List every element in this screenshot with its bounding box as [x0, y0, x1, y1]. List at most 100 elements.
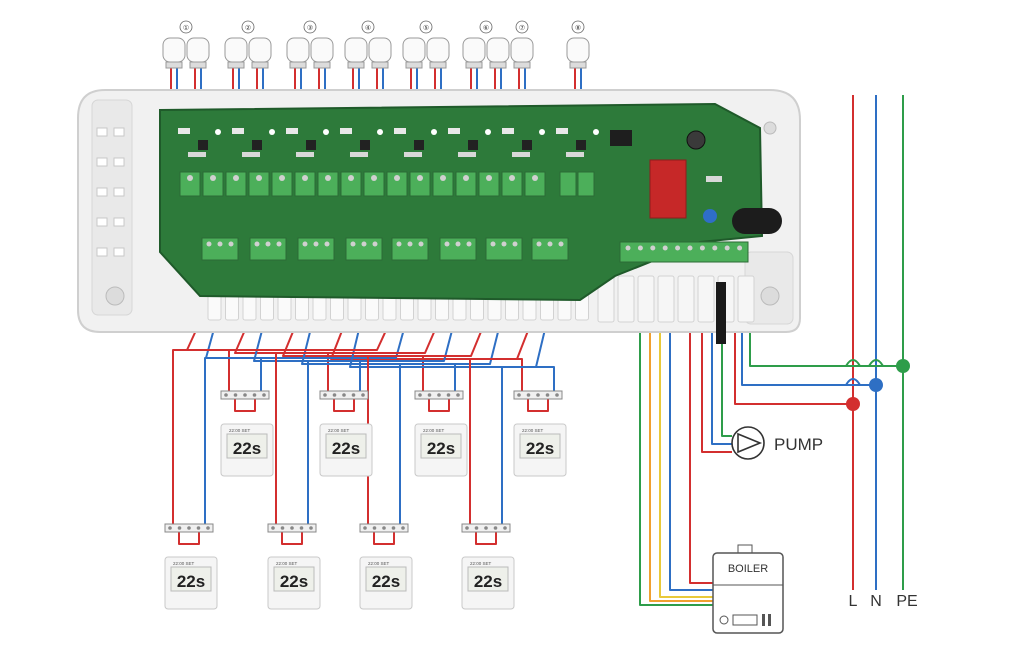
thermostat-screw [437, 393, 441, 397]
terminal-block [297, 237, 335, 261]
fuse-holder [732, 208, 782, 234]
thermostat-display: 22s [427, 439, 455, 458]
thermostat-screw [280, 526, 285, 530]
terminal-screw [637, 245, 643, 251]
thermostat-display: 22s [280, 572, 308, 591]
transistor [360, 140, 370, 150]
mains-supply [716, 282, 910, 411]
zone-number-marker [479, 20, 493, 34]
terminal-screw [536, 241, 542, 247]
thermostat-bridge [428, 399, 450, 412]
led [215, 129, 221, 135]
zone-number-marker [179, 20, 193, 34]
terminal-screw [547, 241, 553, 247]
terminal-screw [417, 175, 423, 181]
led [431, 129, 437, 135]
transistor [252, 140, 262, 150]
zone-number: ⑤ [423, 24, 429, 32]
thermostat-terminal-row [201, 237, 569, 261]
thermostat-display: 22s [332, 439, 360, 458]
thermostat-screw [465, 526, 469, 530]
thermostat-screw [503, 526, 507, 530]
thermostat-screw [401, 526, 405, 530]
thermostat-screw [456, 393, 460, 397]
led [593, 129, 599, 135]
thermostat-screw [474, 526, 479, 530]
terminal-screw [712, 245, 718, 251]
housing-slot [96, 187, 108, 197]
thermostat-screw [206, 526, 210, 530]
terminal-block [432, 171, 454, 197]
resistor [178, 128, 190, 134]
terminal-screw [324, 241, 330, 247]
thermostat-header: 22:00 SET [229, 428, 251, 433]
terminal-screw [361, 241, 367, 247]
terminal-screw [490, 241, 496, 247]
thermostat-screw [299, 526, 304, 530]
pump: PUMP [731, 426, 823, 460]
housing-slot [113, 127, 125, 137]
wire-crossover [845, 378, 861, 386]
terminal-screw [217, 241, 223, 247]
zone-number-marker [571, 20, 585, 34]
thermostat-screen [365, 566, 407, 592]
zone-number-marker [419, 20, 433, 34]
actuator-base [489, 61, 507, 69]
terminal-block [391, 237, 429, 261]
led [323, 129, 329, 135]
transistor [198, 140, 208, 150]
mains-label-pe: PE [896, 593, 917, 610]
zone-number-marker [515, 20, 529, 34]
actuator-base [313, 61, 331, 69]
housing-slots [96, 127, 125, 257]
terminal-screw [325, 175, 331, 181]
terminal-block [201, 237, 239, 261]
actuator-base [371, 61, 389, 69]
cable-clamp [657, 275, 675, 323]
thermostat-screw [323, 393, 327, 397]
cable-clamp [737, 275, 755, 323]
junction-n [869, 378, 883, 392]
thermostat-display: 22s [233, 439, 261, 458]
actuator-base [429, 61, 447, 69]
terminal-block [317, 171, 339, 197]
led [485, 129, 491, 135]
terminal-block [294, 171, 316, 197]
terminal-screw [279, 175, 285, 181]
thermostat-screw [271, 526, 275, 530]
thermostat-display: 22s [372, 572, 400, 591]
thermostat-screw [168, 526, 172, 530]
terminal-block [577, 171, 595, 197]
terminal-block [619, 241, 749, 263]
terminal-screw [256, 175, 262, 181]
housing-slot [96, 127, 108, 137]
actuator-head [402, 37, 426, 63]
terminal-screw [737, 245, 743, 251]
actuator-base [569, 61, 587, 69]
zone-number-marker [303, 20, 317, 34]
thermostat-header: 22:00 SET [423, 428, 445, 433]
actuator-head [486, 37, 510, 63]
terminal-block [271, 171, 293, 197]
terminal-screw [276, 241, 282, 247]
actuator-base [251, 61, 269, 69]
thermostat-header: 22:00 SET [276, 561, 298, 566]
transistor [576, 140, 586, 150]
terminal-screw [486, 175, 492, 181]
zone-number-marker [241, 20, 255, 34]
actuator-head [248, 37, 272, 63]
thermostat-bridge [281, 532, 303, 545]
thermostat-screw [545, 393, 550, 397]
terminal-screw [675, 245, 681, 251]
housing-slot [113, 247, 125, 257]
thermostat-screen [226, 433, 268, 459]
cable-clamp [677, 275, 695, 323]
terminal-screw [350, 241, 356, 247]
actuator-base [165, 61, 183, 69]
terminal-block [559, 171, 577, 197]
power-terminal-row [619, 241, 749, 263]
terminal-screw [396, 241, 402, 247]
terminal-block [531, 237, 569, 261]
actuator-head [510, 37, 534, 63]
